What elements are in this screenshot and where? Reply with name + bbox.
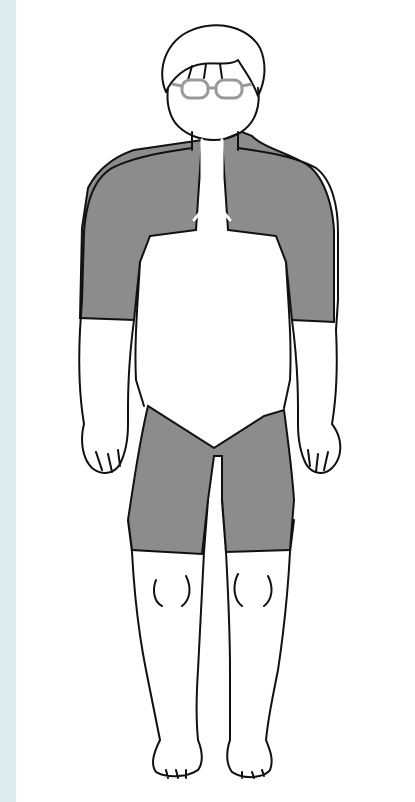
- left-hand-outline: [82, 424, 128, 473]
- glasses-icon: [172, 80, 252, 98]
- left-leg-outline: [128, 520, 160, 740]
- right-leg-outline: [266, 520, 294, 740]
- human-body-front-icon: [16, 0, 415, 802]
- right-hand-outline: [298, 424, 340, 473]
- right-knee: [235, 574, 272, 606]
- body-figure: [16, 0, 415, 802]
- shaded-lower-body: [128, 406, 294, 554]
- right-foot-outline: [227, 740, 271, 778]
- side-bar: [0, 0, 16, 802]
- left-foot-outline: [153, 740, 202, 778]
- left-knee: [154, 576, 189, 606]
